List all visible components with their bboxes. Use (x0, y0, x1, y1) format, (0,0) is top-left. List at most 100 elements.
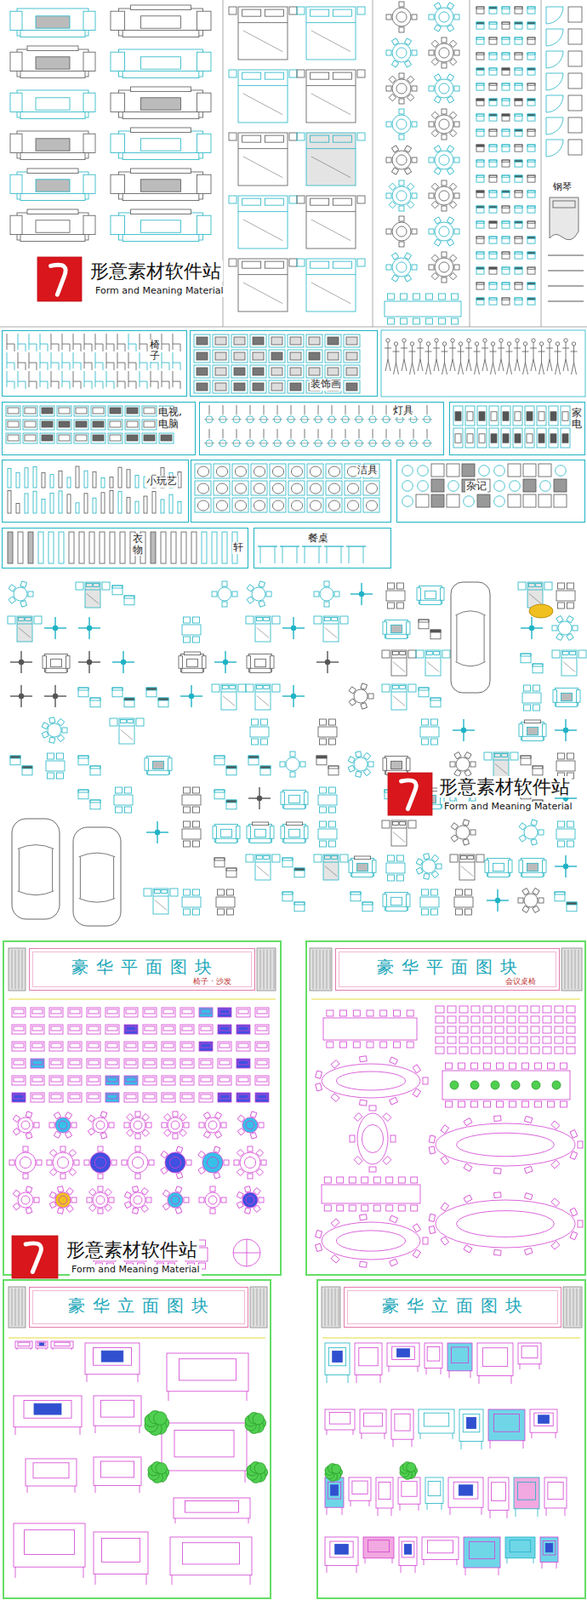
cad-block (392, 257, 411, 277)
cad-block (30, 1024, 45, 1034)
cad-block (310, 72, 330, 80)
cad-block (489, 175, 497, 183)
cad-block (228, 258, 237, 267)
cad-block (226, 765, 237, 776)
cad-block (20, 153, 86, 160)
cad-block (238, 1025, 249, 1031)
cad-block (527, 236, 536, 239)
cad-block (142, 1092, 157, 1102)
cad-block (113, 794, 133, 805)
cad-block (324, 866, 337, 877)
cad-block (489, 113, 497, 116)
cad-block (527, 37, 536, 40)
cad-block (311, 156, 351, 178)
cad-block (287, 380, 304, 394)
cad-block (575, 949, 576, 989)
cad-block (408, 418, 419, 420)
cad-block (522, 871, 543, 877)
cad-block (398, 241, 405, 247)
cad-block (514, 221, 523, 228)
cad-block (489, 205, 497, 213)
cad-block (41, 407, 53, 414)
cad-block (550, 433, 557, 443)
cad-block (92, 421, 104, 428)
cad-block (17, 615, 33, 642)
cad-block (248, 755, 259, 758)
cad-block (242, 1117, 258, 1133)
cad-block (489, 405, 499, 426)
cad-block (318, 404, 320, 415)
cad-block (467, 433, 474, 443)
cad-block (170, 1120, 180, 1129)
cad-block (290, 693, 297, 699)
cad-block (527, 144, 536, 147)
cad-block (327, 336, 339, 345)
cad-block (501, 175, 510, 183)
cad-block (263, 949, 265, 989)
cad-block (489, 6, 497, 9)
cad-block (324, 364, 342, 378)
cad-block (387, 582, 395, 589)
cad-block (461, 463, 475, 477)
cad-block (260, 765, 271, 769)
cad-block (523, 478, 536, 492)
cad-block (393, 832, 405, 843)
cad-block (256, 795, 263, 801)
cad-block (91, 433, 106, 444)
cad-block (527, 37, 536, 45)
cad-block (294, 901, 305, 905)
cad-block (568, 51, 582, 67)
cad-block (568, 949, 570, 989)
cad-block (91, 405, 106, 417)
cad-block (392, 821, 399, 826)
cad-block (277, 428, 279, 439)
cad-block (115, 806, 123, 813)
cad-block (319, 718, 327, 725)
cad-block (287, 334, 304, 348)
cad-block (193, 786, 200, 793)
cad-block (547, 338, 552, 342)
cad-block (400, 318, 408, 325)
cad-block (547, 359, 550, 371)
cad-block (546, 95, 564, 113)
cad-block (501, 83, 510, 86)
cad-block (561, 947, 582, 991)
cad-block (118, 491, 122, 513)
cad-block (211, 683, 220, 692)
cad-block (10, 92, 23, 112)
cad-block (256, 855, 263, 860)
cad-block (150, 531, 156, 564)
cad-block (226, 867, 237, 878)
cad-block (493, 862, 505, 871)
cad-block (547, 300, 584, 302)
cad-block (183, 806, 191, 813)
cad-block (248, 755, 259, 765)
cad-block (446, 463, 460, 477)
cad-block (8, 947, 26, 991)
cad-block (231, 442, 242, 444)
cad-block (524, 684, 531, 691)
cad-block (125, 1042, 137, 1048)
cad-block (306, 349, 323, 363)
cad-block (329, 718, 337, 725)
cad-block (183, 636, 191, 643)
cad-block (182, 624, 201, 635)
cad-block (514, 113, 523, 116)
cad-block (316, 949, 318, 989)
cad-block (357, 195, 365, 204)
cad-block (221, 691, 237, 693)
cad-block (476, 83, 485, 91)
cad-block (142, 1024, 157, 1034)
cad-block (476, 297, 485, 300)
cad-block (204, 442, 215, 444)
cad-block (396, 154, 407, 166)
cad-block (196, 11, 211, 30)
cad-block (509, 480, 521, 492)
cad-block (327, 352, 339, 360)
cad-block (51, 1042, 62, 1048)
cad-block (102, 581, 110, 590)
cad-block (514, 113, 523, 121)
cad-block (268, 349, 285, 363)
cad-block (217, 587, 232, 601)
cad-block (101, 492, 105, 513)
